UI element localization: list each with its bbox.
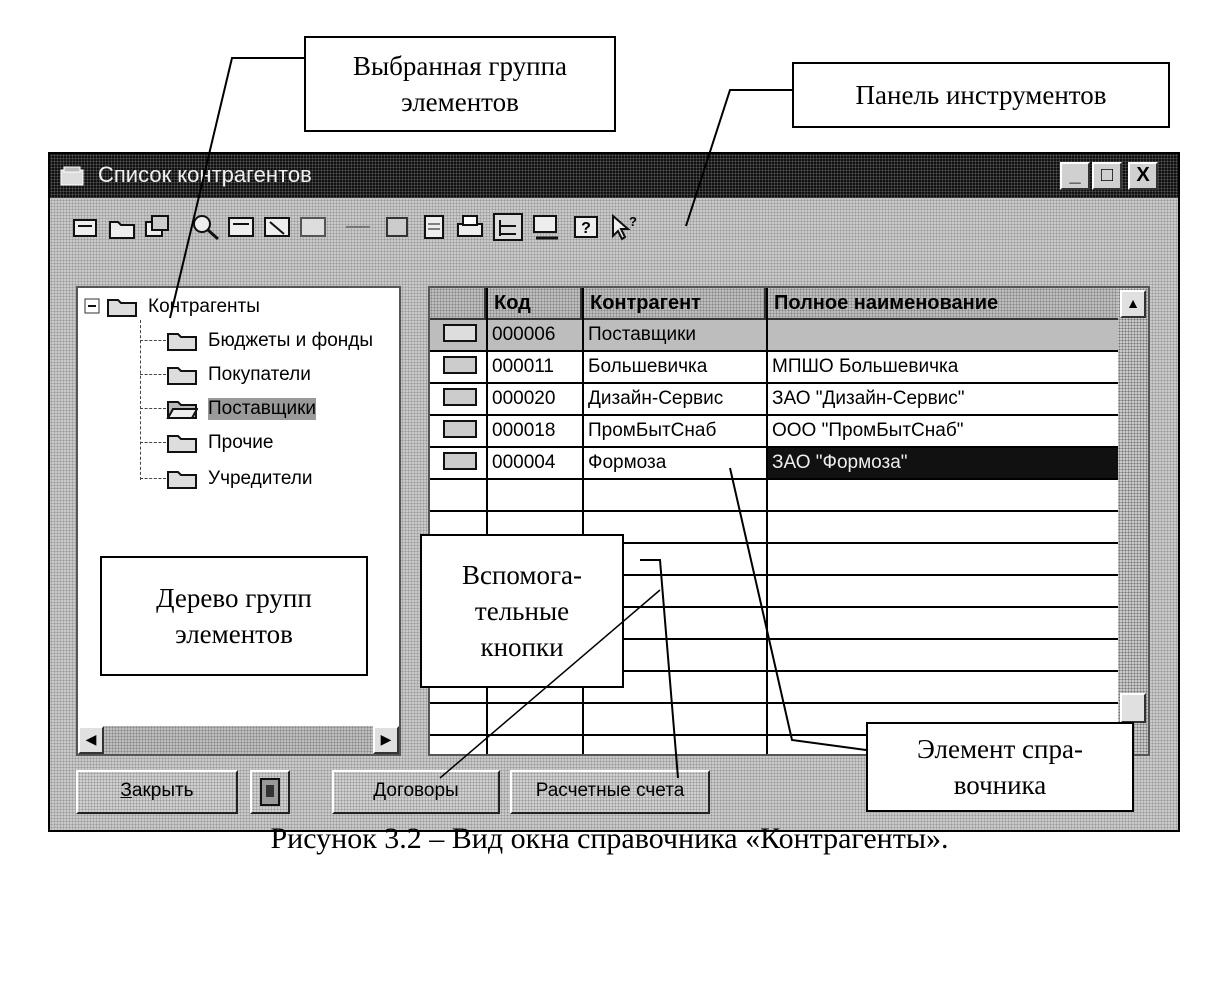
toolbar: ? ? [70, 208, 1158, 248]
element-icon [434, 448, 484, 478]
callout-toolbar-text: Панель инструментов [855, 80, 1107, 110]
delete-icon[interactable] [262, 212, 294, 242]
tree-item-label: Покупатели [208, 364, 311, 385]
context-help-icon[interactable]: ? [608, 212, 640, 242]
element-icon [434, 416, 484, 446]
grid-header-full-name[interactable]: Полное наименование [766, 288, 1120, 320]
element-icon [434, 352, 484, 382]
cell-code: 000018 [492, 420, 556, 441]
cell-full-name-selected: ЗАО "Формоза" [766, 448, 1120, 478]
cell-full-name: ЗАО "Дизайн-Сервис" [772, 388, 965, 409]
table-row[interactable]: 000011 Большевичка МПШО Большевичка [430, 352, 1120, 384]
contracts-button[interactable]: Договоры [332, 770, 500, 814]
element-icon [434, 384, 484, 414]
table-row[interactable]: 000018 ПромБытСнаб ООО "ПромБытСнаб" [430, 416, 1120, 448]
grid-header-icon-col [430, 288, 486, 320]
tree-item-label: Прочие [208, 432, 274, 453]
cell-code: 000004 [492, 452, 556, 473]
move-icon[interactable] [342, 212, 374, 242]
minimize-button[interactable]: _ [1060, 162, 1090, 190]
tree-item-other[interactable]: Прочие [166, 428, 273, 458]
cell-code: 000020 [492, 388, 556, 409]
folder-icon [107, 299, 137, 317]
mark-delete-icon[interactable] [298, 212, 330, 242]
menu-icon [260, 778, 280, 806]
tree-item-label-selected: Поставщики [208, 398, 317, 420]
actions-menu-button[interactable] [250, 770, 290, 814]
svg-text:?: ? [629, 214, 637, 229]
close-button[interactable]: Закрыть [76, 770, 238, 814]
table-row[interactable]: 000006 Поставщики [430, 320, 1120, 352]
tree-item-suppliers[interactable]: Поставщики [166, 394, 317, 424]
close-accelerator: З [120, 780, 132, 801]
folder-icon [167, 367, 197, 385]
callout-aux-buttons-text: Вспомога-тельные кнопки [461, 560, 583, 662]
callout-group-tree-text: Дерево групп элементов [156, 583, 312, 649]
cell-name: Большевичка [588, 356, 708, 377]
cell-code: 000011 [492, 356, 554, 377]
doc-icon[interactable] [418, 212, 450, 242]
accounts-button[interactable]: Расчетные счета [510, 770, 710, 814]
filter-icon[interactable] [382, 212, 414, 242]
window-title: Список контрагентов [98, 162, 312, 187]
tree-item-buyers[interactable]: Покупатели [166, 360, 311, 390]
cell-name: Поставщики [588, 324, 697, 345]
scroll-right-icon[interactable]: ▶ [373, 726, 399, 754]
callout-directory-element-text: Элемент спра-вочника [917, 734, 1083, 800]
group-folder-icon [434, 320, 484, 350]
tree-root-label: Контрагенты [148, 296, 260, 317]
close-window-button[interactable]: X [1128, 162, 1158, 190]
svg-text:?: ? [581, 220, 591, 237]
title-bar[interactable]: Список контрагентов _ □ X [50, 154, 1178, 198]
cell-name: Дизайн-Сервис [588, 388, 724, 409]
folder-icon [167, 333, 197, 351]
tree-item-budgets[interactable]: Бюджеты и фонды [166, 326, 373, 356]
scroll-left-icon[interactable]: ◀ [78, 726, 104, 754]
grid-vertical-scrollbar[interactable]: ▲ [1118, 288, 1148, 754]
open-folder-icon [166, 401, 198, 419]
cell-full-name: ООО "ПромБытСнаб" [772, 420, 964, 441]
scroll-up-icon[interactable]: ▲ [1120, 290, 1146, 318]
folder-icon [167, 435, 197, 453]
maximize-button[interactable]: □ [1092, 162, 1122, 190]
collapse-icon[interactable] [84, 298, 102, 316]
window-app-icon [60, 166, 84, 186]
callout-directory-element: Элемент спра-вочника [866, 722, 1134, 812]
tree-item-label: Учредители [208, 468, 313, 489]
tree-toggle-icon[interactable] [492, 212, 524, 242]
callout-aux-buttons: Вспомога-тельные кнопки [420, 534, 624, 688]
callout-selected-group: Выбранная группа элементов [304, 36, 616, 132]
empty-row [430, 480, 1120, 512]
cell-full-name: МПШО Большевичка [772, 356, 959, 377]
cell-name: Формоза [588, 452, 667, 473]
tree-horizontal-scrollbar[interactable]: ◀ ▶ [78, 726, 399, 754]
grid-header-name[interactable]: Контрагент [582, 288, 766, 320]
find-icon[interactable] [190, 212, 222, 242]
grid-header-code[interactable]: Код [486, 288, 582, 320]
help-icon[interactable]: ? [570, 212, 602, 242]
group-tree[interactable]: Контрагенты Бюджеты и фонды Покупатели П… [76, 286, 401, 756]
close-button-label: акрыть [131, 780, 194, 801]
new-icon[interactable] [70, 212, 102, 242]
tree-item-label: Бюджеты и фонды [208, 330, 373, 351]
table-row-selected[interactable]: 000004 Формоза ЗАО "Формоза" [430, 448, 1120, 480]
hierarchy-icon[interactable] [530, 212, 562, 242]
print-icon[interactable] [454, 212, 486, 242]
callout-selected-group-text: Выбранная группа элементов [352, 51, 568, 117]
callout-group-tree: Дерево групп элементов [100, 556, 368, 676]
tree-item-founders[interactable]: Учредители [166, 464, 313, 494]
cell-name: ПромБытСнаб [588, 420, 717, 441]
scroll-thumb[interactable] [1120, 693, 1146, 723]
folder-icon [167, 471, 197, 489]
cell-code: 000006 [492, 324, 556, 345]
edit-icon[interactable] [226, 212, 258, 242]
tree-root[interactable]: Контрагенты [84, 292, 260, 322]
callout-toolbar: Панель инструментов [792, 62, 1170, 128]
table-row[interactable]: 000020 Дизайн-Сервис ЗАО "Дизайн-Сервис" [430, 384, 1120, 416]
cell-full-name [766, 320, 1120, 350]
new-group-icon[interactable] [106, 212, 138, 242]
copy-icon[interactable] [142, 212, 174, 242]
figure-caption: Рисунок 3.2 – Вид окна справочника «Конт… [270, 822, 949, 855]
